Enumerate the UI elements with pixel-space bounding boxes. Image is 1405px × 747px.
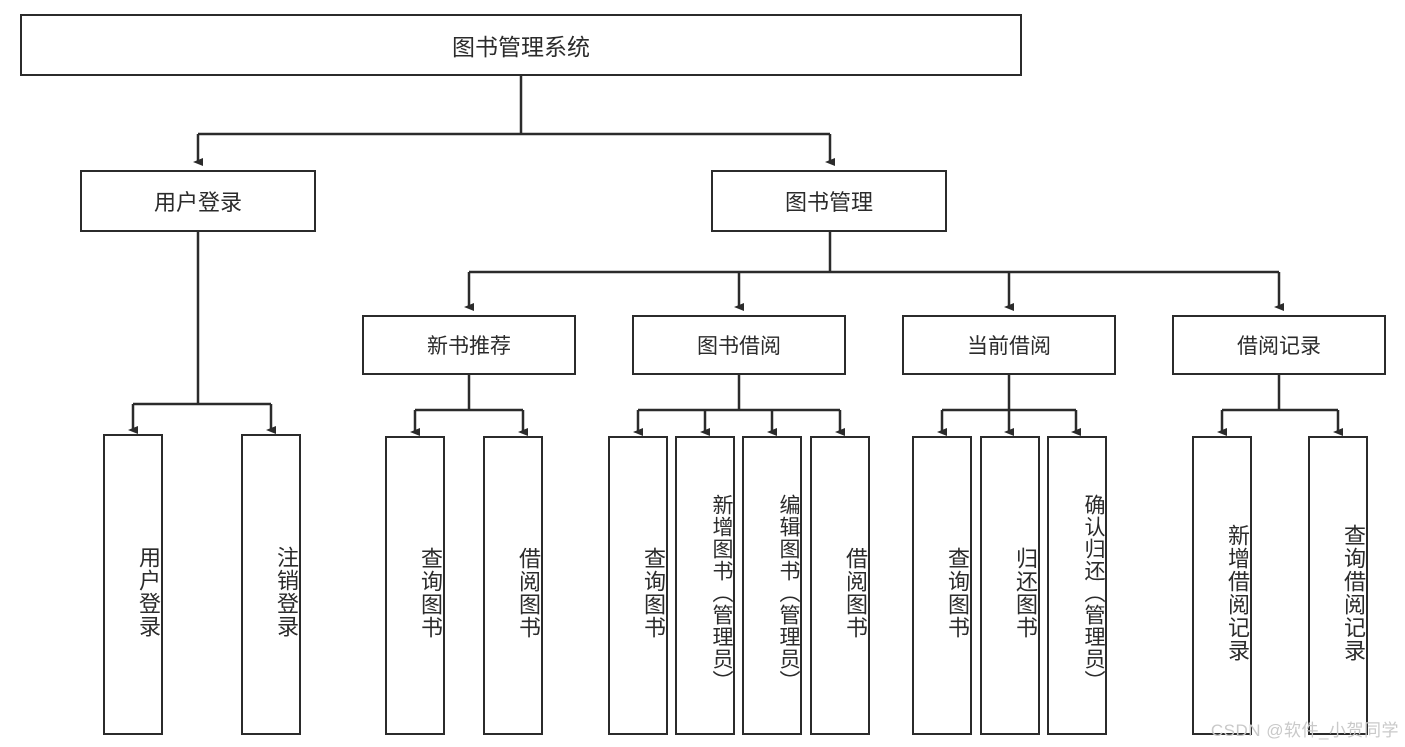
leaf-current-borrow-query[interactable]: 查询图书 <box>912 436 972 735</box>
leaf-current-borrow-return[interactable]: 归还图书 <box>980 436 1040 735</box>
leaf-book-borrow-add-admin[interactable]: 新增图书（管理员） <box>675 436 735 735</box>
leaf-new-book-query[interactable]: 查询图书 <box>385 436 445 735</box>
leaf-borrow-record-add[interactable]: 新增借阅记录 <box>1192 436 1252 735</box>
leaf-new-book-borrow[interactable]: 借阅图书 <box>483 436 543 735</box>
node-book-borrow[interactable]: 图书借阅 <box>632 315 846 375</box>
node-root-system[interactable]: 图书管理系统 <box>20 14 1022 76</box>
leaf-book-borrow-query[interactable]: 查询图书 <box>608 436 668 735</box>
leaf-borrow-record-query[interactable]: 查询借阅记录 <box>1308 436 1368 735</box>
leaf-user-login-login[interactable]: 用户登录 <box>103 434 163 735</box>
node-book-management[interactable]: 图书管理 <box>711 170 947 232</box>
node-new-book-recommend[interactable]: 新书推荐 <box>362 315 576 375</box>
leaf-current-borrow-confirm-admin[interactable]: 确认归还（管理员） <box>1047 436 1107 735</box>
leaf-user-login-logout[interactable]: 注销登录 <box>241 434 301 735</box>
leaf-book-borrow-borrow[interactable]: 借阅图书 <box>810 436 870 735</box>
node-borrow-record[interactable]: 借阅记录 <box>1172 315 1386 375</box>
node-user-login[interactable]: 用户登录 <box>80 170 316 232</box>
node-current-borrow[interactable]: 当前借阅 <box>902 315 1116 375</box>
watermark-text: CSDN @软件_小贺同学 <box>1210 721 1399 740</box>
leaf-book-borrow-edit-admin[interactable]: 编辑图书（管理员） <box>742 436 802 735</box>
